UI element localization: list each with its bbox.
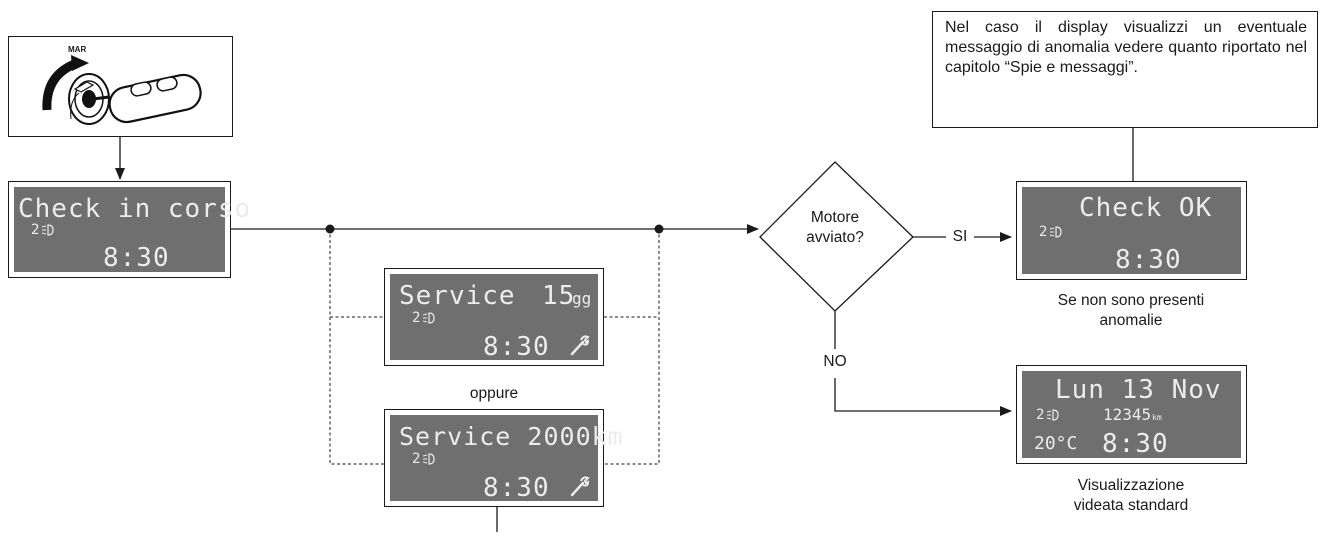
display-service-km: Service 2000km 2 8:30 [384,409,623,507]
anomaly-note-box: Nel caso il display visualizzi un eventu… [932,11,1318,128]
service-days-unit: gg [572,289,592,308]
lcd-date: Lun 13 Nov [1055,375,1222,405]
clock-time: 8:30 [103,243,170,273]
decision-line-2: avviato? [806,229,864,246]
oppure-label: oppure [469,385,519,402]
gear-indicator: 2 [412,451,421,467]
ok-caption: Se non sono presenti anomalie [1031,291,1231,331]
clock-time: 8:30 [483,473,550,503]
display-check-in-corso: Check in corso 2 8:30 [8,181,250,278]
gear-indicator: 2 [1039,224,1048,240]
lcd-message: Check in corso [18,194,252,224]
display-service-days: Service 15 gg 2 8:30 [384,268,604,366]
ignition-key-panel: MAR [8,36,233,137]
headlight-icon [422,312,435,324]
gear-indicator: 2 [31,222,40,238]
ok-caption-line-2: anomalie [1099,312,1163,329]
junction-dot-left [325,224,335,234]
wrench-icon [570,335,590,356]
temperature: 20°C [1034,433,1078,454]
ignition-key-icon [42,55,202,125]
headlight-icon [41,224,54,236]
headlight-icon [422,453,435,465]
standard-caption-line-1: Visualizzazione [1077,477,1185,494]
display-standard: Lun 13 Nov 2 12345 km 20°C 8:30 [1016,365,1247,464]
odometer-unit: km [1152,413,1162,422]
dotted-right [604,229,660,465]
headlight-icon [1049,226,1062,238]
gear-indicator: 2 [412,310,421,326]
decision-question: Motore avviato? [785,208,885,248]
standard-caption-line-2: videata standard [1073,497,1189,514]
odometer-value: 12345 [1103,405,1152,424]
ok-caption-line-1: Se non sono presenti [1057,292,1205,309]
headlight-icon [1046,409,1059,421]
no-line-bottom [834,378,1012,416]
wrench-icon [570,476,590,497]
mar-label: MAR [68,45,87,54]
lcd-message: Service 2000km [399,422,624,451]
decision-line-1: Motore [810,209,860,226]
standard-caption: Visualizzazione videata standard [1031,476,1231,516]
lcd-message: Check OK [1079,193,1213,223]
decision-diamond [759,161,914,312]
display-check-ok: Check OK 2 8:30 [1016,181,1247,280]
service-days-value: 15 [542,281,576,311]
junction-dot-right [654,224,664,234]
yes-label: SI [952,228,968,245]
clock-time: 8:30 [483,332,550,362]
no-label: NO [823,353,847,370]
lcd-message: Service [399,281,516,311]
gear-indicator: 2 [1036,407,1045,423]
dotted-left [329,229,384,465]
clock-time: 8:30 [1115,245,1182,275]
clock-time: 8:30 [1102,429,1169,459]
